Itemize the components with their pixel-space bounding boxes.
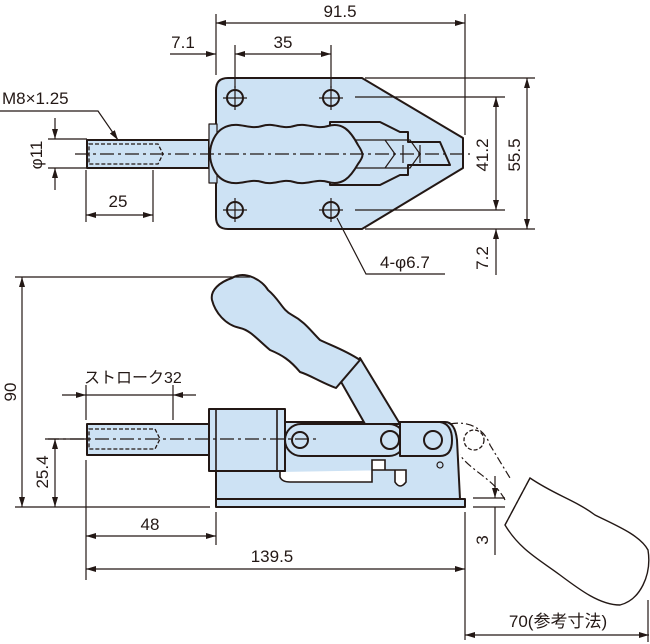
side-view: 90 25.4 ストローク32 48 139.5 3 70(参考寸法) [1,274,650,642]
dim-offset: 7.1 [171,33,195,52]
dim-rod-to-base: 48 [141,515,160,534]
dim-plate-height: 55.5 [505,138,524,171]
top-view: 91.5 7.1 35 M8×1.25 φ11 25 41.2 55.5 7.2… [0,2,535,275]
pivot-3 [423,430,443,450]
dim-stroke: ストローク32 [84,369,182,387]
dim-handle-reference: 70(参考寸法) [509,612,607,631]
base-plate-side [215,498,466,508]
dim-edge-offset: 7.2 [473,246,492,270]
dim-base-thickness: 3 [473,535,492,544]
clevis [329,121,451,186]
dim-rod-diameter: φ11 [27,141,46,170]
handle-alt-position [449,422,511,501]
dim-thread-length: 25 [109,192,128,211]
dim-overall-height: 90 [1,383,20,402]
dim-hole-pitch: 35 [274,33,293,52]
dim-overall-width: 91.5 [323,2,356,21]
mounting-holes [223,86,343,222]
hole-callout: 4-φ6.7 [380,253,430,272]
pivot-1 [291,431,309,449]
dim-overall-length: 139.5 [251,547,294,566]
pivot-2 [380,430,400,450]
dim-hole-spacing: 41.2 [473,138,492,171]
handle-grip-side [210,274,361,389]
collar-side [208,408,286,472]
dim-center-height: 25.4 [33,455,52,488]
thread-spec: M8×1.25 [2,89,69,108]
